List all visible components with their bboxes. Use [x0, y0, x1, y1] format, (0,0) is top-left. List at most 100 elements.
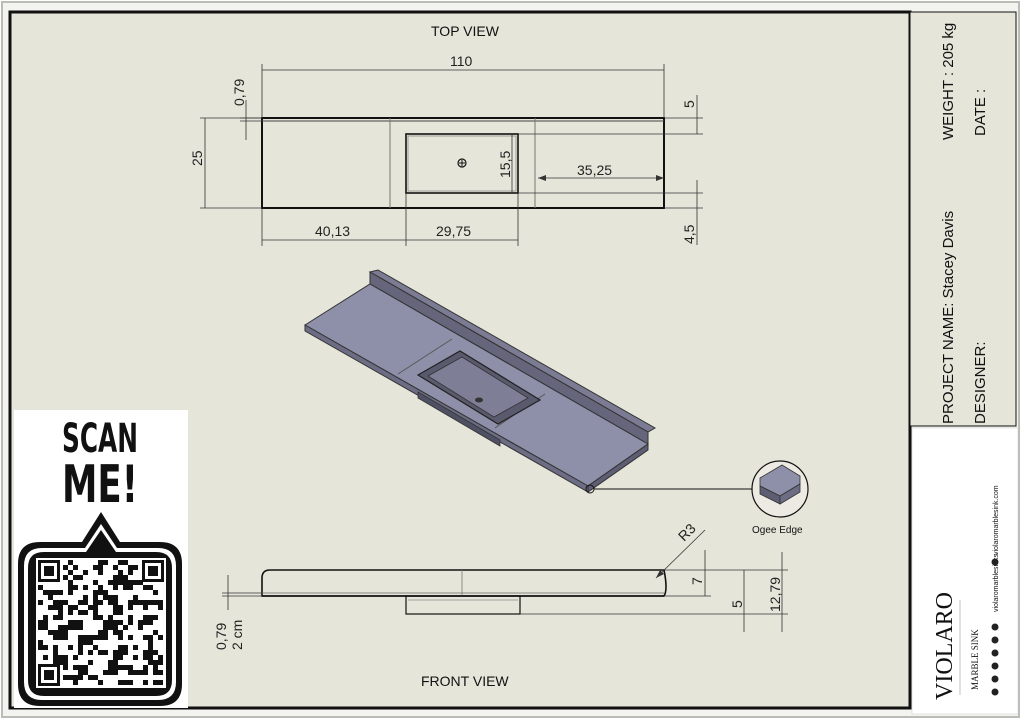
qr-module	[58, 590, 63, 595]
dim-backsplash: 0,79	[231, 79, 247, 106]
qr-module	[58, 615, 63, 620]
brand-tagline: MARBLE SINK	[970, 629, 980, 690]
qr-module	[118, 650, 123, 655]
qr-module	[63, 660, 68, 665]
qr-module	[68, 620, 73, 625]
qr-module	[113, 660, 118, 665]
qr-module	[58, 635, 63, 640]
qr-module	[133, 595, 138, 600]
facebook-icon	[991, 688, 999, 696]
qr-module	[148, 640, 153, 645]
social-icons	[991, 623, 999, 696]
qr-module	[78, 665, 83, 670]
qr-module	[53, 590, 58, 595]
qr-module	[83, 640, 88, 645]
qr-module	[63, 630, 68, 635]
project-name-label: PROJECT NAME: Stacey Davis	[940, 211, 957, 424]
qr-module	[118, 610, 123, 615]
qr-module	[118, 645, 123, 650]
qr-module	[63, 625, 68, 630]
qr-module	[88, 660, 93, 665]
qr-module	[93, 600, 98, 605]
qr-module	[63, 675, 68, 680]
top-view-label: TOP VIEW	[431, 23, 500, 39]
qr-module	[108, 620, 113, 625]
pinterest-icon	[991, 662, 999, 670]
designer-label: DESIGNER:	[972, 341, 989, 424]
qr-module	[113, 575, 118, 580]
qr-module	[148, 660, 153, 665]
qr-module	[123, 585, 128, 590]
qr-module	[98, 590, 103, 595]
qr-module	[123, 580, 128, 585]
front-view: R3 7 5 12,79 0,79 2 cm FRONT VIEW	[213, 520, 788, 689]
qr-module	[143, 665, 148, 670]
qr-module	[103, 650, 108, 655]
qr-module	[118, 575, 123, 580]
qr-module	[128, 680, 133, 685]
qr-module	[158, 655, 163, 660]
dim-basin-depth: 15,5	[497, 151, 513, 178]
qr-module	[108, 580, 113, 585]
qr-module	[108, 625, 113, 630]
qr-module	[148, 635, 153, 640]
qr-module	[78, 600, 83, 605]
qr-module	[78, 625, 83, 630]
qr-module	[128, 600, 133, 605]
qr-module	[93, 615, 98, 620]
qr-module	[68, 590, 73, 595]
qr-module	[53, 635, 58, 640]
drain-icon	[457, 158, 467, 168]
qr-module	[93, 565, 98, 570]
dim-thickness-b: 2 cm	[229, 620, 245, 650]
qr-module	[113, 600, 118, 605]
qr-module	[118, 580, 123, 585]
qr-module	[93, 610, 98, 615]
qr-module	[138, 670, 143, 675]
qr-module	[58, 660, 63, 665]
qr-module	[138, 620, 143, 625]
qr-module	[53, 655, 58, 660]
qr-module	[103, 625, 108, 630]
qr-module	[63, 635, 68, 640]
qr-module	[63, 565, 68, 570]
qr-module	[73, 575, 78, 580]
qr-module	[88, 640, 93, 645]
qr-module	[93, 590, 98, 595]
qr-module	[113, 605, 118, 610]
qr-module	[153, 600, 158, 605]
qr-module	[98, 560, 103, 565]
qr-module	[143, 670, 148, 675]
qr-module	[118, 680, 123, 685]
qr-module	[38, 585, 43, 590]
youtube-icon	[991, 649, 999, 657]
qr-module	[118, 655, 123, 660]
qr-module	[123, 560, 128, 565]
instagram-icon	[991, 675, 999, 683]
qr-module	[73, 665, 78, 670]
qr-module	[83, 585, 88, 590]
qr-module	[148, 615, 153, 620]
qr-module	[148, 600, 153, 605]
qr-module	[113, 610, 118, 615]
dim-front-offset: 4,5	[681, 224, 697, 244]
dim-left-section: 40,13	[315, 223, 350, 239]
qr-finder-patterns	[38, 560, 164, 686]
qr-module	[48, 630, 53, 635]
qr-module	[68, 580, 73, 585]
qr-module	[158, 605, 163, 610]
qr-module	[98, 600, 103, 605]
qr-module	[78, 640, 83, 645]
qr-module	[113, 620, 118, 625]
qr-module	[123, 625, 128, 630]
qr-module	[148, 585, 153, 590]
qr-module	[68, 570, 73, 575]
qr-module	[53, 605, 58, 610]
qr-module	[138, 580, 143, 585]
qr-module	[98, 565, 103, 570]
qr-module	[118, 635, 123, 640]
qr-module	[98, 680, 103, 685]
qr-module	[153, 630, 158, 635]
qr-module	[83, 610, 88, 615]
qr-panel: SCAN ME!	[14, 410, 188, 708]
